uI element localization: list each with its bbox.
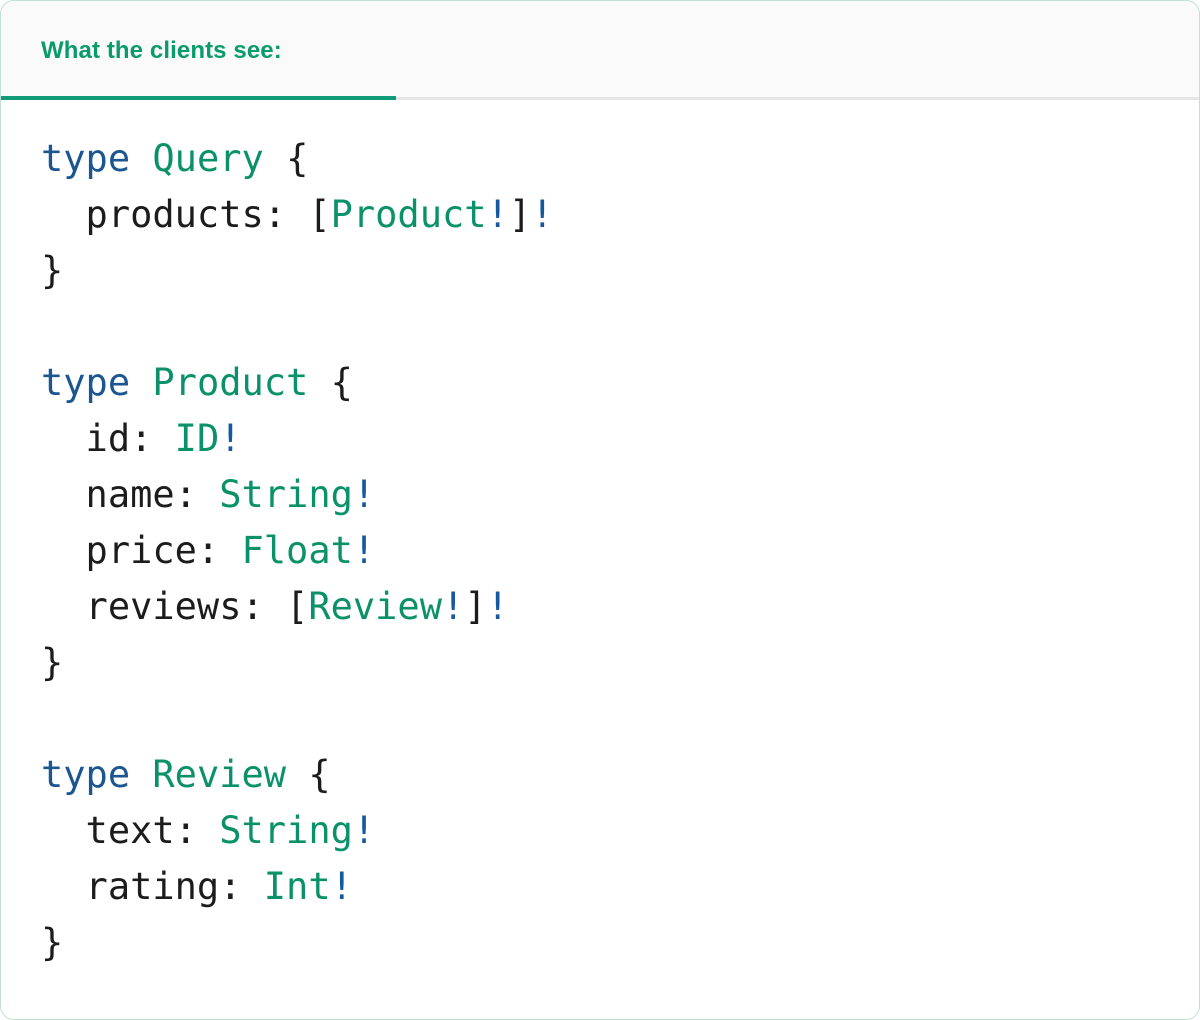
tab-label: What the clients see:	[41, 36, 282, 64]
code-token-type_name: Query	[152, 137, 264, 180]
code-token-punctuation: ]	[464, 585, 487, 628]
code-token-punctuation: {	[308, 753, 331, 796]
code-token-plain	[130, 753, 152, 796]
code-token-punctuation: :	[196, 529, 242, 572]
code-token-non_null: !	[219, 417, 242, 460]
code-token-plain	[308, 361, 330, 404]
graphql-schema-code[interactable]: type Query { products: [Product!]! } typ…	[41, 131, 1199, 971]
code-viewer: type Query { products: [Product!]! } typ…	[1, 100, 1199, 971]
code-token-punctuation: :	[219, 865, 264, 908]
code-token-keyword: type	[41, 753, 131, 796]
code-token-punctuation: :	[174, 809, 220, 852]
code-token-type_name: Review	[152, 753, 287, 796]
code-token-type_name: Int	[263, 865, 331, 908]
code-token-plain	[130, 137, 152, 180]
code-token-field_name: reviews	[41, 585, 242, 628]
code-token-non_null: !	[330, 865, 353, 908]
code-token-type_name: String	[219, 473, 353, 516]
code-token-punctuation: :	[241, 585, 287, 628]
code-token-type_name: Float	[241, 529, 353, 572]
code-token-non_null: !	[486, 585, 509, 628]
code-token-keyword: type	[41, 137, 131, 180]
code-token-field_name: id	[41, 417, 131, 460]
code-token-plain	[264, 137, 286, 180]
code-token-field_name: text	[41, 809, 175, 852]
tab-bar: What the clients see:	[1, 1, 1199, 100]
code-token-non_null: !	[352, 473, 376, 516]
code-token-field_name: rating	[41, 865, 220, 908]
code-token-field_name: products	[41, 193, 264, 236]
code-token-non_null: !	[352, 529, 376, 572]
code-token-punctuation: :	[130, 417, 175, 460]
code-token-type_name: String	[219, 809, 353, 852]
code-token-punctuation: {	[286, 137, 309, 180]
tab-what-the-clients-see[interactable]: What the clients see:	[1, 1, 396, 100]
code-token-non_null: !	[531, 193, 554, 236]
code-token-field_name: price	[41, 529, 197, 572]
code-token-punctuation: }	[41, 921, 64, 964]
code-token-plain	[130, 361, 152, 404]
code-token-punctuation: :	[174, 473, 220, 516]
code-token-keyword: type	[41, 361, 131, 404]
code-token-field_name: name	[41, 473, 175, 516]
code-token-punctuation: [	[308, 193, 331, 236]
code-token-type_name: Product	[330, 193, 487, 236]
code-token-type_name: Product	[152, 361, 309, 404]
code-token-punctuation: }	[41, 641, 64, 684]
code-token-non_null: !	[352, 809, 376, 852]
code-token-punctuation: {	[330, 361, 353, 404]
code-token-non_null: !	[441, 585, 465, 628]
code-token-type_name: Review	[308, 585, 442, 628]
code-token-non_null: !	[486, 193, 509, 236]
code-token-plain	[286, 753, 308, 796]
code-token-type_name: ID	[174, 417, 220, 460]
code-token-punctuation: :	[263, 193, 309, 236]
code-token-punctuation: ]	[508, 193, 532, 236]
code-token-punctuation: [	[286, 585, 309, 628]
code-token-punctuation: }	[41, 249, 64, 292]
